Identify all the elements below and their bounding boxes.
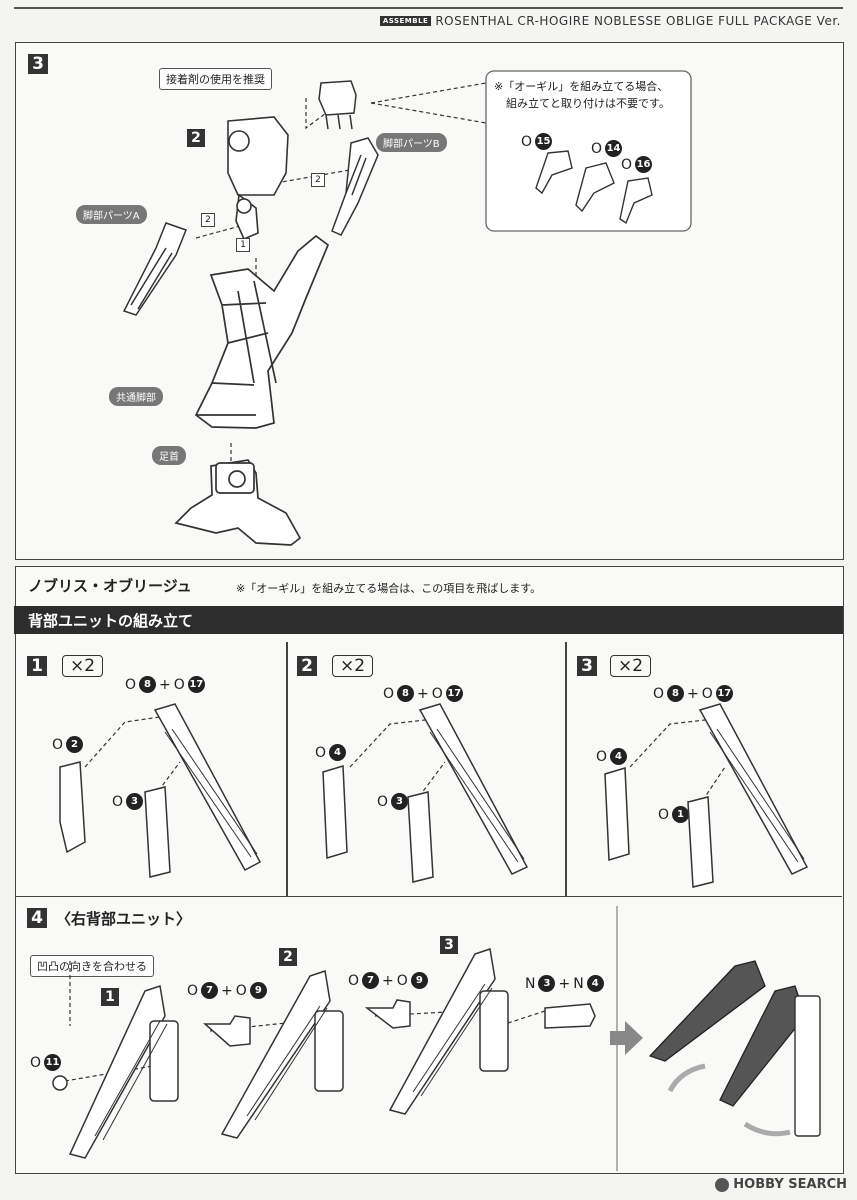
arrow-label-1: 1 (236, 238, 250, 252)
ogir-note: ※「オーギル」を組み立てる場合、 組み立てと取り付けは不要です。 (494, 78, 670, 112)
leg-part-b-label: 脚部パーツB (376, 133, 447, 152)
page-title: ROSENTHAL CR-HOGIRE NOBLESSE OBLIGE FULL… (435, 14, 841, 28)
ogir-parts (535, 150, 653, 225)
noblesse-note: ※「オーギル」を組み立てる場合は、この項目を飛ばします。 (236, 582, 542, 595)
substep1-times: ×2 (62, 655, 104, 677)
ogir-note-line2: 組み立てと取り付けは不要です。 (506, 97, 670, 110)
watermark-logo-icon (715, 1177, 730, 1192)
ankle-label: 足首 (152, 446, 186, 465)
noblesse-title: ノブリス・オブリージュ (28, 577, 192, 595)
substep1-number: 1 (27, 656, 47, 676)
step4-sub2: 2 (279, 948, 297, 966)
back-unit-heading: 背部ユニットの組み立て (14, 606, 843, 634)
leg-part-b (331, 137, 379, 236)
common-leg (194, 234, 330, 429)
common-leg-label: 共通脚部 (109, 387, 163, 406)
substep-illustrations (59, 703, 809, 888)
step3-illustration (122, 70, 692, 546)
step4-number: 4 (27, 908, 47, 928)
watermark: HOBBY SEARCH (715, 1177, 847, 1192)
substep3-number: 3 (577, 656, 597, 676)
upper-leg-part (227, 116, 289, 241)
ogir-note-line1: ※「オーギル」を組み立てる場合、 (494, 80, 669, 93)
substep2-times: ×2 (332, 655, 374, 677)
substep2-number: 2 (297, 656, 317, 676)
header-rule (14, 7, 843, 9)
sub-step-2: 2 (187, 129, 205, 147)
watermark-text: HOBBY SEARCH (733, 1177, 847, 1192)
step4-title: 〈右背部ユニット〉 (56, 910, 192, 928)
page-header: ASSEMBLE ROSENTHAL CR-HOGIRE NOBLESSE OB… (379, 14, 841, 28)
step3-panel: 3 接着剤の使用を推奨 2 脚部パーツA 脚部パーツB 共通脚部 足首 2 2 … (15, 42, 844, 560)
glue-note: 接着剤の使用を推奨 (159, 68, 272, 90)
leg-part-a (122, 222, 187, 316)
ankle-part (174, 459, 302, 546)
leg-part-a-label: 脚部パーツA (76, 205, 147, 224)
assemble-tag: ASSEMBLE (379, 16, 432, 26)
step4-illustration (52, 906, 821, 1171)
glue-part (318, 80, 357, 130)
step3-number: 3 (28, 54, 48, 74)
substep-grid (15, 642, 842, 897)
step4-sub1: 1 (101, 988, 119, 1006)
step4-sub3: 3 (440, 936, 458, 954)
align-note: 凹凸の向きを合わせる (30, 955, 154, 977)
arrow-label-2b: 2 (311, 173, 325, 187)
arrow-label-2a: 2 (201, 213, 215, 227)
substep3-times: ×2 (610, 655, 652, 677)
